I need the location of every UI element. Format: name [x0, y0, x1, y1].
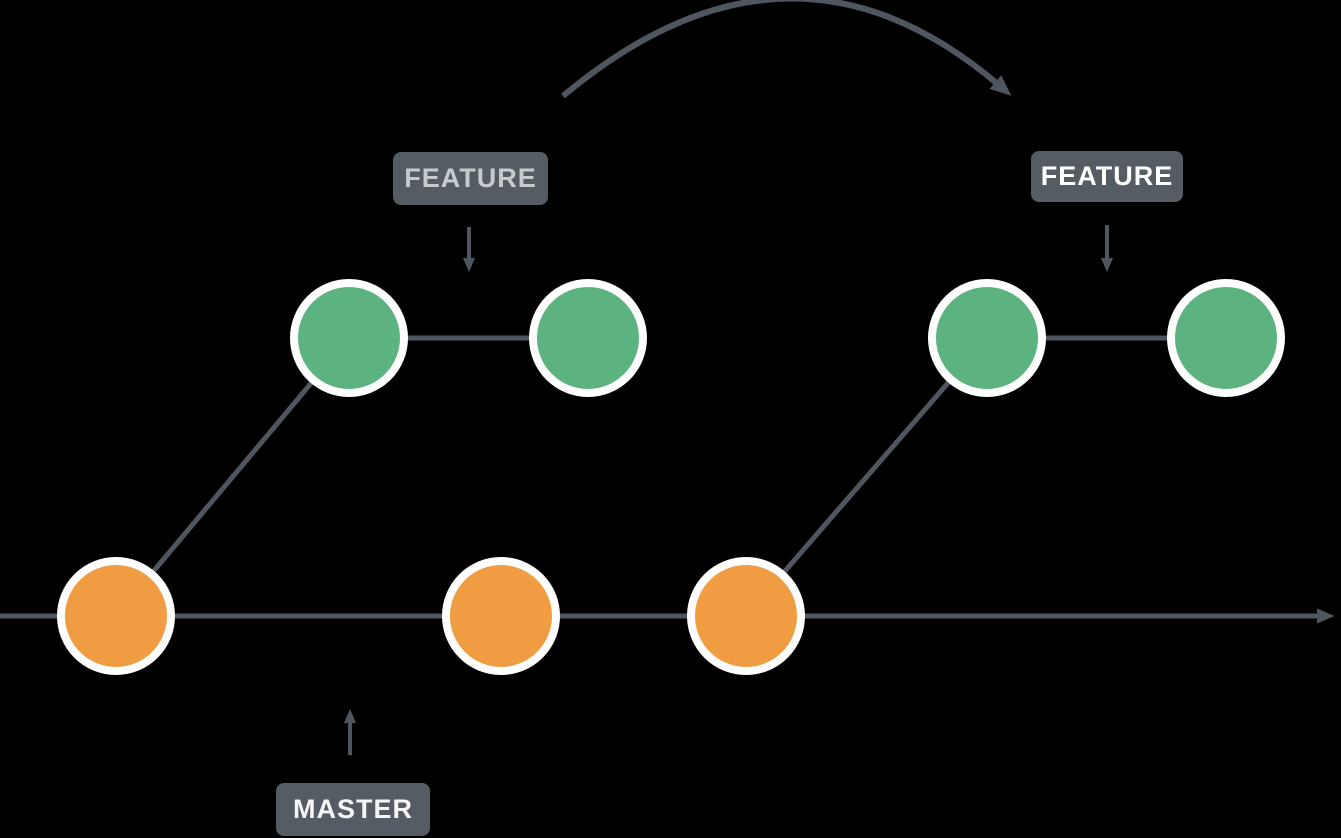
branch-out-left	[114, 336, 351, 618]
commit-node-feature-right-1	[928, 279, 1046, 397]
master-branch-label: MASTER	[276, 783, 430, 836]
branch-out-right	[744, 336, 989, 618]
commit-node-feature-left-1	[290, 279, 408, 397]
commit-node-master-1	[57, 557, 175, 675]
commit-layer	[57, 279, 1285, 675]
commit-node-master-3	[687, 557, 805, 675]
edge-layer	[0, 0, 1335, 755]
feature-branch-label-right: FEATURE	[1031, 151, 1183, 202]
commit-node-feature-right-2	[1167, 279, 1285, 397]
commit-node-master-2	[442, 557, 560, 675]
commit-node-feature-left-2	[529, 279, 647, 397]
feature-copy-arc	[561, 0, 1012, 99]
feature-branch-label-left: FEATURE	[393, 152, 548, 205]
